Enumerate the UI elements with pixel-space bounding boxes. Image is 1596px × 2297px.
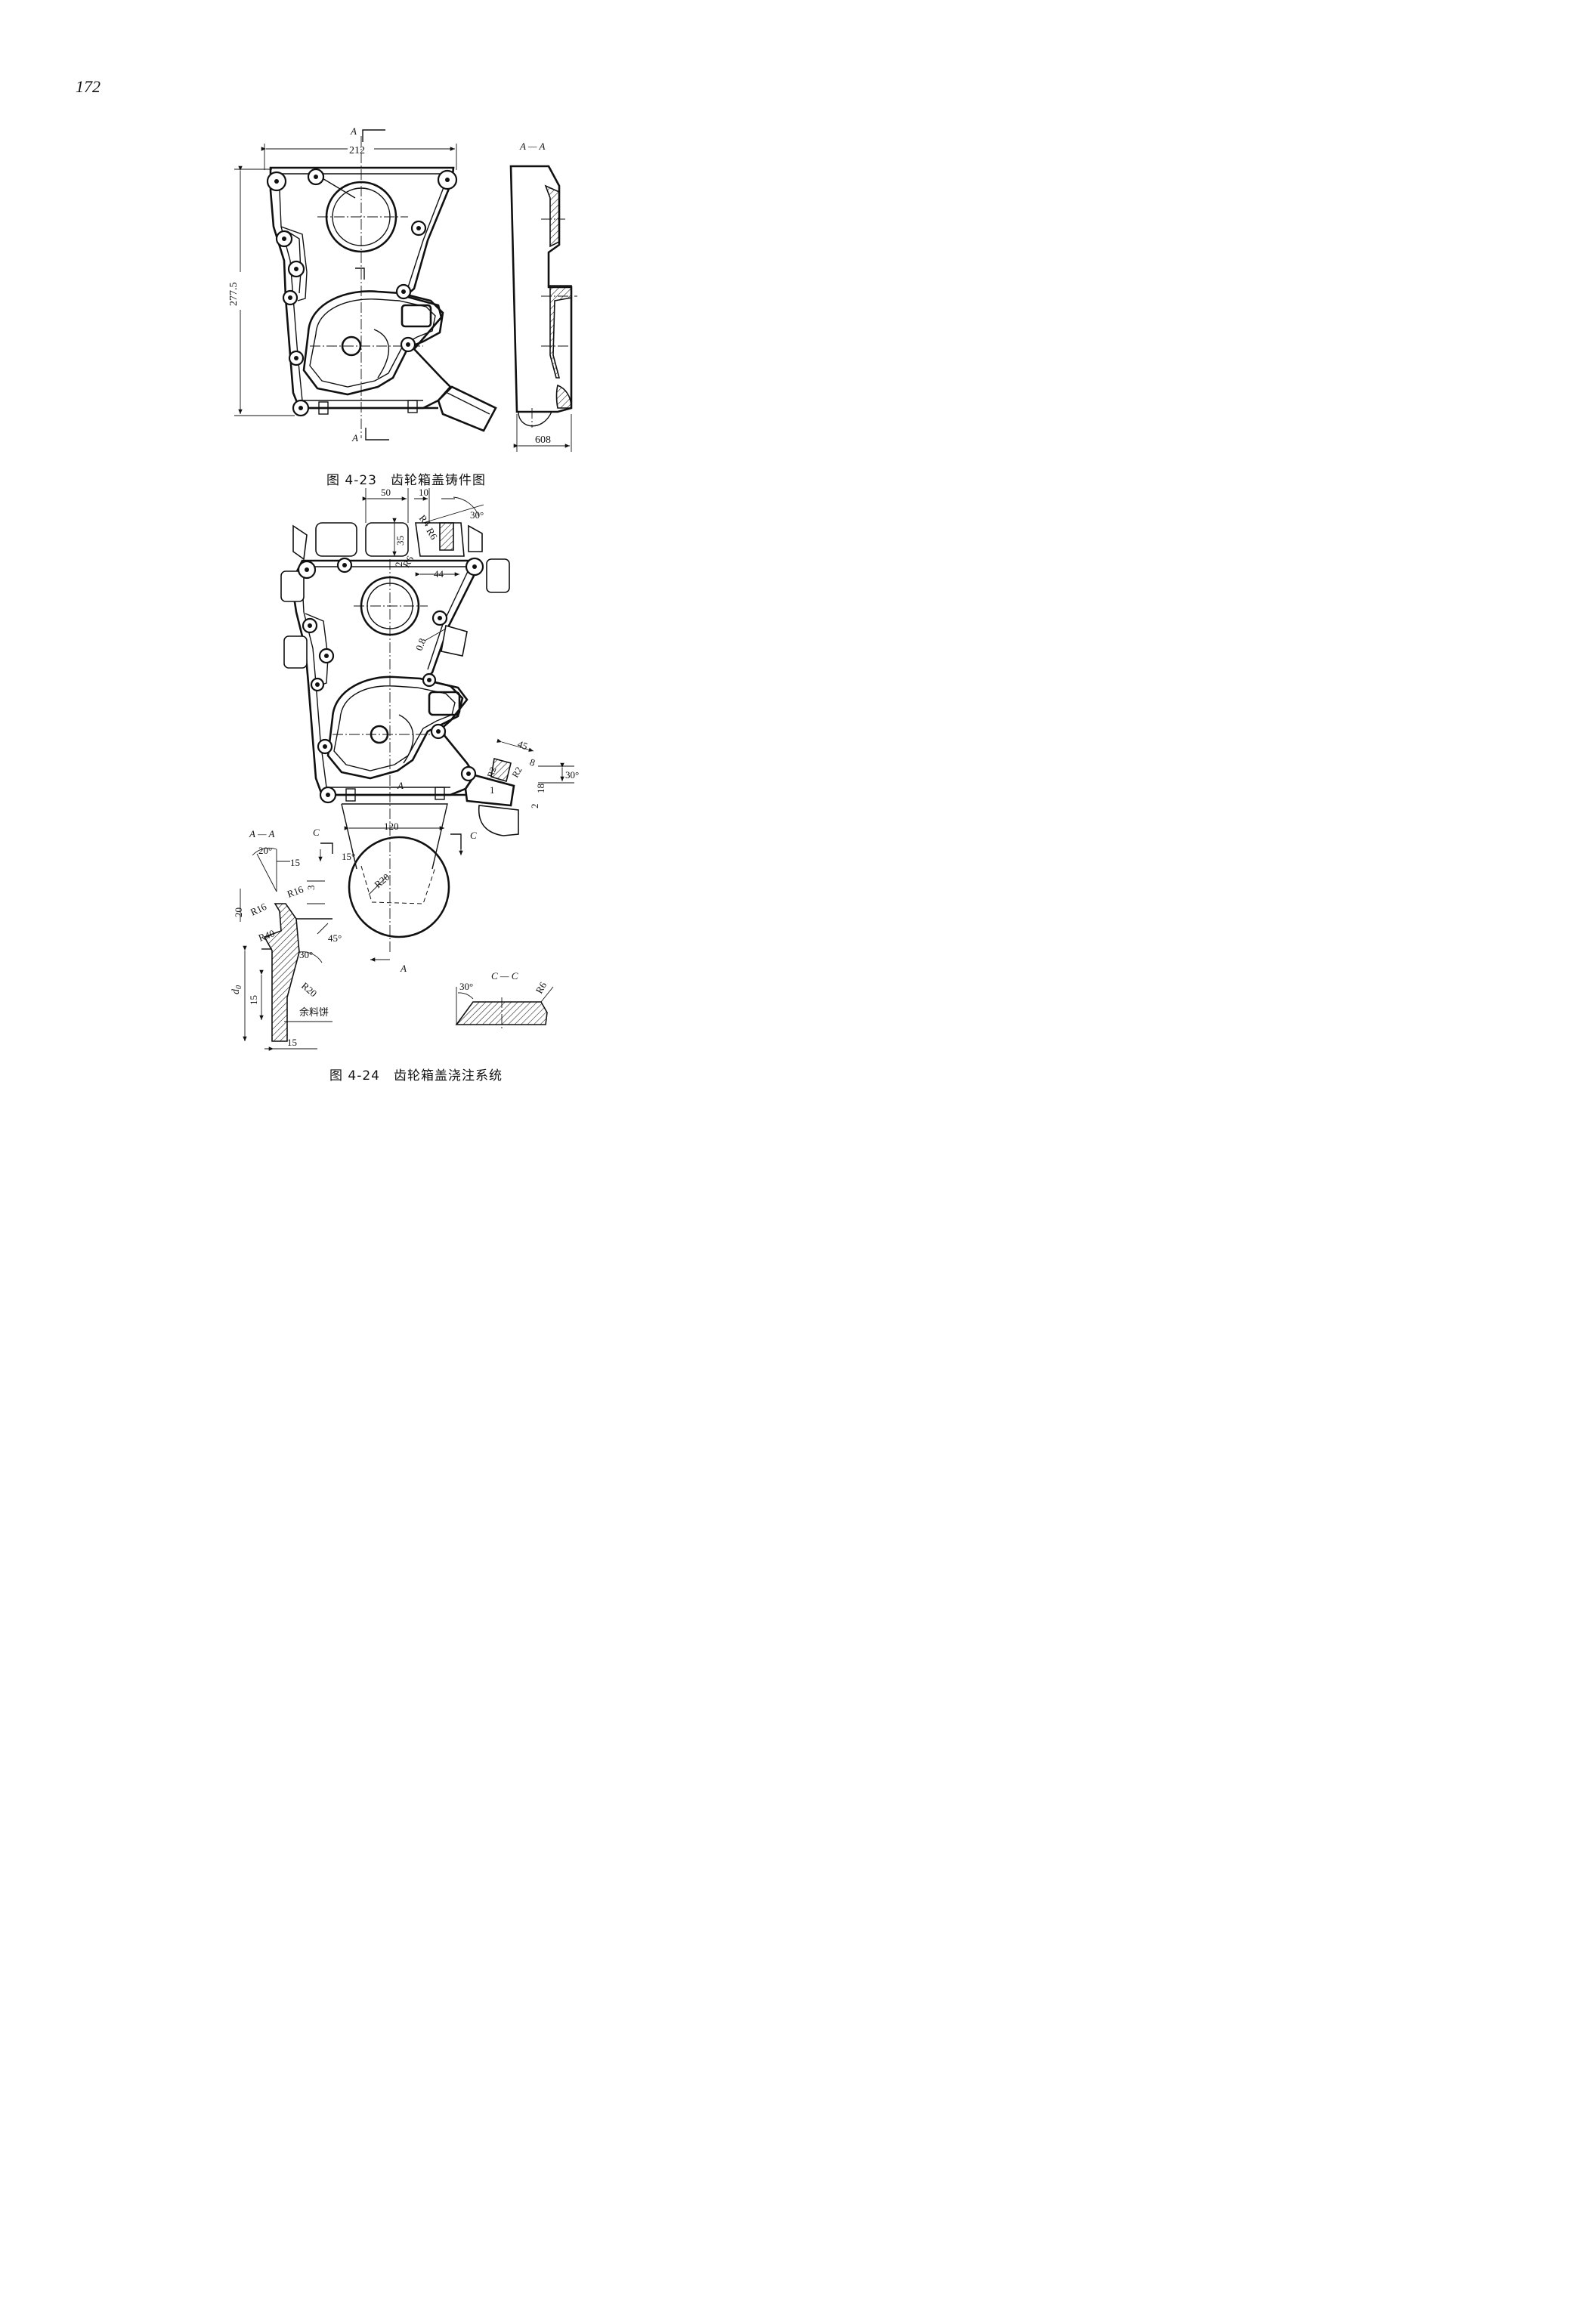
aa-dim-20: 20 xyxy=(233,907,244,917)
aa-dim-15: 15 xyxy=(290,857,300,868)
dim-2-a: 2 xyxy=(393,562,404,567)
aa-dim-15-c: 15 xyxy=(287,1037,297,1048)
aa-dim-r16-a: R16 xyxy=(286,883,305,900)
aa-note-surplus: 余料饼 xyxy=(299,1006,329,1018)
dim-30-right: 30° xyxy=(565,769,579,781)
dim-30-top: 30° xyxy=(470,509,484,521)
section-mark-c-left: C xyxy=(313,827,320,838)
dim-r2-a: R2 xyxy=(485,765,499,779)
figure-4-24-main-view: 50 10 30° R4 R6 35 2 R6 44 xyxy=(280,487,579,974)
dim-50: 50 xyxy=(381,487,391,498)
aa-dim-20deg: 20° xyxy=(258,845,272,856)
figure-4-24-section-aa: A — A 20° 15 R16 3 20 R16 R40 45° 30° R2… xyxy=(230,828,342,1051)
dim-r2-b: R2 xyxy=(509,765,524,779)
section-mark-a-low: A xyxy=(400,963,407,974)
figure-4-23-main-view: 212 277.5 A A xyxy=(228,125,497,444)
dim-44: 44 xyxy=(434,568,444,580)
dim-2-b: 2 xyxy=(529,804,540,809)
page-number: 172 xyxy=(76,77,101,96)
figure-4-23-section-aa: A — A 608 xyxy=(509,141,577,452)
cc-dim-r6: R6 xyxy=(534,979,549,995)
dim-r6-a: R6 xyxy=(424,526,440,542)
caption-figure-4-23: 图 4-23 齿轮箱盖铸件图 xyxy=(326,473,486,488)
bosses-fig23 xyxy=(266,168,458,417)
aa-dim-r20: R20 xyxy=(299,980,319,999)
aa-dim-15-b: 15 xyxy=(248,995,259,1005)
dim-18: 18 xyxy=(535,784,546,793)
aa-dim-45: 45° xyxy=(328,932,342,944)
aa-dim-d0: d0 xyxy=(230,985,243,994)
dim-10: 10 xyxy=(419,487,428,498)
dim-35: 35 xyxy=(394,536,406,546)
section-aa-label-fig24: A — A xyxy=(249,828,275,839)
dim-212: 212 xyxy=(349,145,365,156)
section-cc-label: C — C xyxy=(491,970,518,982)
aa-dim-30: 30° xyxy=(299,949,313,960)
aa-dim-3: 3 xyxy=(305,886,317,891)
dim-277-5: 277.5 xyxy=(228,283,240,307)
dim-15deg: 15° xyxy=(342,851,355,862)
section-aa-label-fig23: A — A xyxy=(519,141,546,152)
caption-figure-4-24: 图 4-24 齿轮箱盖浇注系统 xyxy=(329,1068,503,1084)
dim-8: 8 xyxy=(528,756,537,768)
section-mark-a-top: A xyxy=(350,125,357,137)
bosses-fig24 xyxy=(297,557,484,804)
cc-dim-30: 30° xyxy=(459,981,473,992)
aa-dim-r16-b: R16 xyxy=(249,901,268,918)
engineering-drawings: 212 277.5 A A xyxy=(228,125,579,1051)
dim-r20-main: R20 xyxy=(372,871,391,890)
dim-608: 608 xyxy=(535,434,551,446)
dim-120: 120 xyxy=(384,821,399,832)
section-mark-a-bottom: A xyxy=(351,432,358,444)
dim-1: 1 xyxy=(490,784,495,796)
section-mark-a-mid: A xyxy=(397,780,404,791)
dim-0-8: 0.8 xyxy=(413,637,428,652)
dim-45: 45 xyxy=(516,738,529,753)
section-mark-c-right: C xyxy=(470,830,477,841)
figure-4-24-section-cc: C — C 30° R6 xyxy=(455,970,554,1029)
